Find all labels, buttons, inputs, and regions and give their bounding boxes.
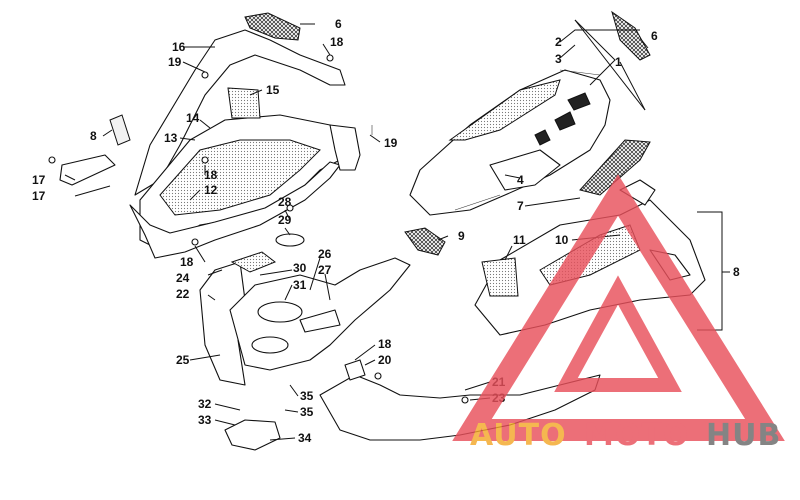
callout-15: 15 <box>266 83 280 97</box>
callout-11: 11 <box>513 233 526 247</box>
callout-30: 31 <box>293 278 307 292</box>
callout-18: 18 <box>378 337 392 351</box>
callout-18: 18 <box>180 255 194 269</box>
callout-20: 20 <box>378 353 392 367</box>
callout-19: 19 <box>168 55 182 69</box>
callout-8: 8 <box>90 129 97 143</box>
callout-23: 24 <box>176 271 190 285</box>
callout-29: 30 <box>293 261 307 275</box>
callout-22: 22 <box>176 287 190 301</box>
callout-5: 4 <box>517 173 524 187</box>
callout-25: 26 <box>318 247 332 261</box>
callout-31: 32 <box>198 397 212 411</box>
callout-4: 16 <box>172 40 186 54</box>
callout-6: 6 <box>651 29 658 43</box>
callout-6: 6 <box>335 17 342 31</box>
callout-14: 14 <box>186 111 200 125</box>
side-panel-assembly-right <box>404 10 651 256</box>
watermark-auto: AUTO <box>470 418 567 453</box>
callout-18: 18 <box>204 168 218 182</box>
callout-10: 10 <box>555 233 569 247</box>
callout-13: 13 <box>164 131 178 145</box>
callout-35: 35 <box>300 405 314 419</box>
callout-8: 9 <box>458 229 465 243</box>
callout-1: 1 <box>615 55 622 69</box>
callout-12: 12 <box>204 183 218 197</box>
callout-16: 17 <box>32 173 46 187</box>
watermark-moto: MOTO <box>584 418 689 453</box>
callout-28: 29 <box>278 213 292 227</box>
inner-panels-center <box>199 204 601 451</box>
hood-assembly-left <box>48 12 373 259</box>
callout-17: 17 <box>32 189 46 203</box>
callout-32: 33 <box>198 413 212 427</box>
callout-27: 28 <box>278 195 292 209</box>
callout-24: 25 <box>176 353 190 367</box>
callout-numbers: 16 19 6 18 15 14 13 8 19 17 17 18 12 18 … <box>32 17 740 445</box>
callout-33: 34 <box>298 431 312 445</box>
callout-3: 3 <box>555 52 562 66</box>
callout-2: 2 <box>555 35 562 49</box>
automotohub-watermark: AUTO MOTO HUB <box>452 174 785 453</box>
callout-26: 27 <box>318 263 332 277</box>
callout-18: 18 <box>330 35 344 49</box>
callout-34: 35 <box>300 389 314 403</box>
callout-7: 7 <box>517 199 524 213</box>
watermark-hub: HUB <box>706 418 781 453</box>
callout-19: 19 <box>384 136 398 150</box>
callout-9: 8 <box>733 265 740 279</box>
